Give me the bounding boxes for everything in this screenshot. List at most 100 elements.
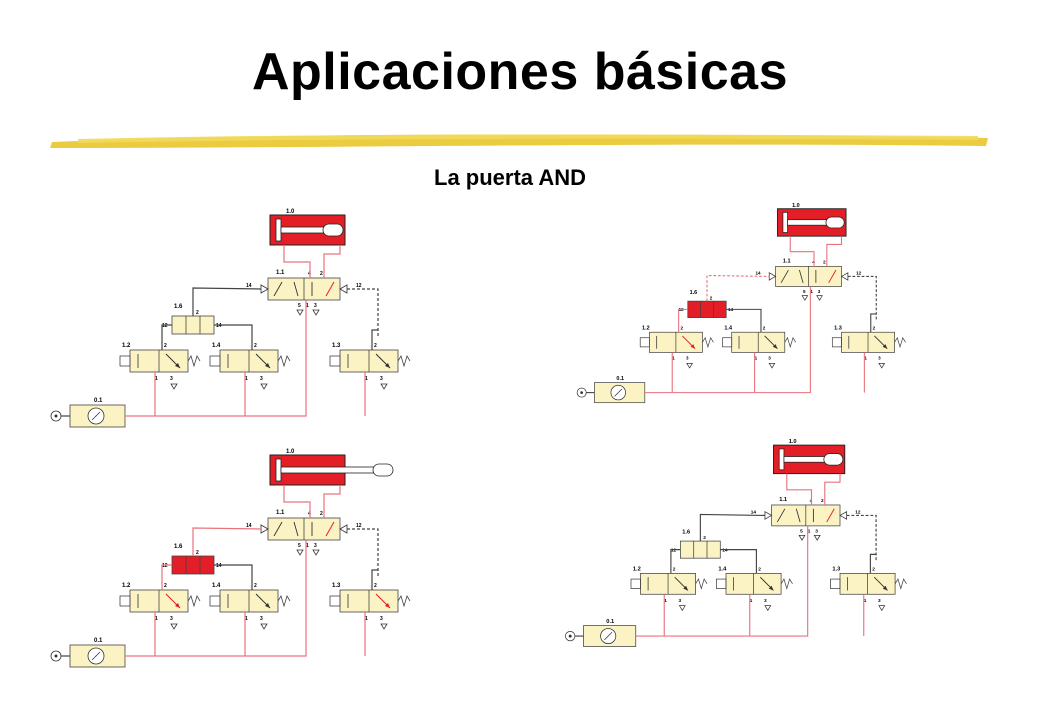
and-valve-port-12: 12 xyxy=(671,548,677,554)
right-valve-button xyxy=(830,578,841,589)
line-left-to-and xyxy=(161,324,172,350)
main-valve-port-3: 3 xyxy=(815,529,818,535)
right-valve-spring xyxy=(894,336,906,349)
main-valve-exhaust-5 xyxy=(798,534,806,541)
main-valve-label-14: 14 xyxy=(246,283,252,289)
and-valve-port-12: 12 xyxy=(162,323,168,329)
line-cyl-a xyxy=(786,473,813,505)
middle-valve-port-3: 3 xyxy=(764,598,767,604)
middle-valve-button xyxy=(716,578,727,589)
left-valve-port-2: 2 xyxy=(164,583,167,589)
line-cyl-a xyxy=(283,245,311,278)
main-valve-pilot-14 xyxy=(768,272,777,281)
middle-valve-port-1: 1 xyxy=(245,616,248,622)
middle-valve-label: 1.4 xyxy=(718,567,727,573)
main-valve-port-3: 3 xyxy=(314,543,317,549)
and-valve-label: 1.6 xyxy=(690,290,698,296)
right-valve-spring xyxy=(894,578,907,590)
cylinder-piston xyxy=(275,458,282,482)
left-valve-button xyxy=(630,578,641,589)
left-valve-label: 1.2 xyxy=(122,583,131,589)
cylinder-rod-end xyxy=(372,463,394,477)
title-underline xyxy=(50,134,988,148)
middle-valve-exhaust xyxy=(768,362,776,369)
right-valve-label: 1.3 xyxy=(834,325,842,331)
main-valve-arrow-1 xyxy=(776,508,786,523)
main-valve-exhaust-5 xyxy=(801,295,809,301)
left-valve-port-3: 3 xyxy=(679,598,682,604)
main-valve-pilot-14 xyxy=(764,510,773,520)
middle-valve-spring xyxy=(277,355,291,368)
main-valve-pilot-12 xyxy=(839,510,848,520)
line-middle-to-and xyxy=(720,549,757,574)
main-valve-pilot-12 xyxy=(339,284,348,294)
line-and-out xyxy=(706,274,770,302)
main-valve-label: 1.1 xyxy=(779,497,787,503)
middle-valve-port-2: 2 xyxy=(763,325,766,330)
left-valve-exhaust xyxy=(170,383,178,390)
main-valve-pilot-14 xyxy=(260,284,269,294)
left-valve-port-2: 2 xyxy=(673,567,676,573)
source-inlet-dot xyxy=(568,634,572,638)
line-cyl-b xyxy=(826,236,843,267)
right-valve-arrowhead xyxy=(385,603,390,608)
right-valve-port-1: 1 xyxy=(365,616,368,622)
and-valve-port-14: 14 xyxy=(216,563,222,569)
main-valve-label: 1.1 xyxy=(276,270,285,276)
and-valve-label: 1.6 xyxy=(174,544,183,550)
main-valve-label-12: 12 xyxy=(356,283,362,289)
middle-valve-port-1: 1 xyxy=(750,598,753,604)
cylinder-label: 1.0 xyxy=(792,203,800,209)
main-valve-port-1: 1 xyxy=(810,289,813,294)
middle-valve-port-3: 3 xyxy=(768,356,771,361)
main-valve-port-5: 5 xyxy=(803,289,806,294)
line-and-out xyxy=(699,513,765,542)
right-valve-port-2: 2 xyxy=(374,583,377,589)
right-valve-exhaust xyxy=(380,383,388,390)
line-right-to-pilot xyxy=(869,553,877,574)
left-valve-exhaust xyxy=(170,623,178,630)
source-gauge-needle xyxy=(91,411,101,421)
main-valve-port-3: 3 xyxy=(818,289,821,294)
main-valve-label-12: 12 xyxy=(856,271,862,276)
right-valve-button xyxy=(329,595,341,607)
cylinder-rod-end xyxy=(825,216,845,229)
left-valve-exhaust xyxy=(678,605,686,612)
middle-valve-exhaust xyxy=(260,383,268,390)
left-valve-label: 1.2 xyxy=(122,343,131,349)
left-valve-label: 1.2 xyxy=(633,567,641,573)
main-valve-exhaust-3 xyxy=(816,295,823,301)
source-gauge-needle xyxy=(91,651,101,661)
main-valve-label-14: 14 xyxy=(246,523,252,529)
cylinder-rod-end xyxy=(322,223,344,237)
line-right-to-pilot xyxy=(371,329,378,350)
main-valve-exhaust-3 xyxy=(312,309,320,316)
right-valve-arrowhead xyxy=(882,585,888,591)
line-left-to-and xyxy=(161,564,172,590)
cylinder-piston xyxy=(782,212,788,233)
right-valve-label: 1.3 xyxy=(332,583,341,589)
source-gauge-needle xyxy=(614,388,623,397)
main-valve-port-1: 1 xyxy=(306,303,309,309)
main-valve-arrow-1 xyxy=(273,521,283,537)
right-valve-port-2: 2 xyxy=(872,567,875,573)
and-valve-port-14: 14 xyxy=(216,323,222,329)
main-valve-pilot-12 xyxy=(339,524,348,534)
and-valve-port-2: 2 xyxy=(703,535,706,541)
main-valve-port-5: 5 xyxy=(298,543,301,549)
main-valve-port-2: 2 xyxy=(821,498,824,504)
middle-valve-port-3: 3 xyxy=(260,616,263,622)
left-valve-port-3: 3 xyxy=(170,376,173,382)
line-pilot-12 xyxy=(847,275,877,322)
main-valve-arrow-2 xyxy=(293,281,299,297)
right-valve-port-2: 2 xyxy=(873,325,876,330)
middle-valve-label: 1.4 xyxy=(212,583,221,589)
left-valve-label: 1.2 xyxy=(642,325,650,331)
line-pilot-12 xyxy=(846,514,877,562)
middle-valve-port-3: 3 xyxy=(260,376,263,382)
and-valve-body xyxy=(680,540,721,559)
cylinder-label: 1.0 xyxy=(789,439,797,445)
line-pilot-12 xyxy=(347,528,379,578)
